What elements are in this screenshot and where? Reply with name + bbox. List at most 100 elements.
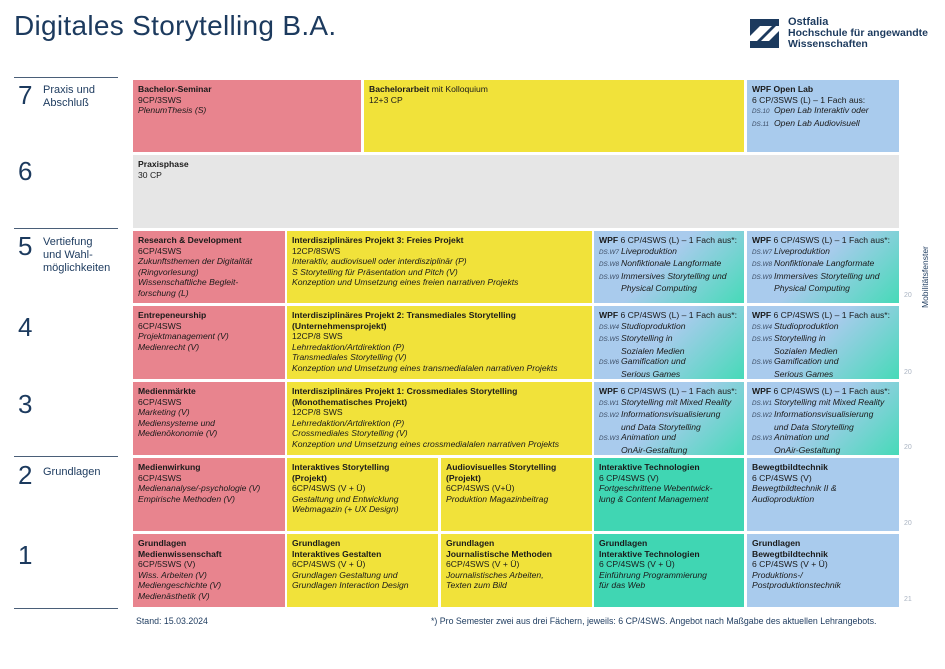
semester-label-line: Vertiefung (43, 236, 93, 248)
module-item: Immersives Storytelling und (774, 270, 880, 281)
module-code: DS.W4 (752, 323, 772, 331)
module-code: DS.W5 (599, 336, 619, 344)
module-interaktives-storytelling: Interaktives Storytelling (Projekt) 6CP/… (287, 458, 438, 531)
module-content: Produktions-/ (752, 569, 803, 580)
semester-divider (14, 77, 118, 78)
year-mark: 21 (904, 596, 912, 603)
module-title: Grundlagen (599, 538, 648, 548)
module-bachelor-seminar: Bachelor-Seminar 9CP/3SWS PlenumThesis (… (133, 80, 361, 152)
module-code: DS.W1 (599, 399, 619, 407)
module-content: Webmagazin (+ UX Design) (292, 504, 399, 515)
module-title: Grundlagen (292, 538, 341, 548)
module-grundlagen-bewegtbildtechnik: Grundlagen Bewegtbildtechnik 6 CP/4SWS (… (747, 534, 899, 607)
module-code: DS.W2 (752, 412, 772, 420)
ostfalia-logo: Ostfalia Hochschule für angewandte Wisse… (748, 17, 938, 57)
module-item: OnAir-Gestaltung (621, 444, 688, 455)
module-credits: 6 CP/4SWS (V) (599, 472, 659, 483)
module-title: Interdisziplinäres Projekt 2: Transmedia… (292, 310, 516, 320)
module-title: WPF (752, 310, 772, 320)
module-title: Audiovisuelles Storytelling (446, 462, 557, 472)
semester-divider (14, 228, 118, 229)
module-content: Lehrredaktion/Artdirektion (P) (292, 417, 405, 428)
module-grundlagen-journalistische-methoden: Grundlagen Journalistische Methoden 6CP/… (441, 534, 592, 607)
logo-line-1: Ostfalia (788, 16, 829, 28)
module-subtitle: (Monothematisches Projekt) (292, 396, 408, 407)
module-item: Physical Computing (621, 283, 697, 294)
module-title: Grundlagen (138, 538, 187, 548)
semester-label-line: Praxis und (43, 84, 95, 96)
module-title: WPF (599, 235, 619, 245)
module-subtitle: Interaktives Gestalten (292, 548, 382, 559)
module-title-rest: mit Kolloquium (429, 84, 488, 94)
module-code: DS.W9 (752, 273, 772, 281)
module-title: Interdisziplinäres Projekt 1: Crossmedia… (292, 386, 518, 396)
module-title: WPF (752, 235, 772, 245)
module-item: Storytelling mit Mixed Reality (621, 396, 732, 407)
module-item: Gamification und (774, 356, 839, 367)
module-title: WPF (599, 310, 619, 320)
module-title: Research & Development (138, 235, 242, 245)
module-bachelorarbeit: Bachelorarbeit mit Kolloquium 12+3 CP (364, 80, 744, 152)
module-content: Projektmanagement (V) (138, 331, 229, 342)
module-subtitle: Bewegtbildtechnik (752, 548, 828, 559)
semester-number-1: 1 (18, 540, 33, 570)
module-credits: 6 CP/4SWS (L) – 1 Fach aus*: (618, 310, 738, 320)
semester-label-line: möglichkeiten (43, 262, 111, 274)
module-item: Sozialen Medien (621, 345, 685, 356)
module-content: Konzeption und Umsetzung eines crossmedi… (292, 438, 560, 449)
module-title: WPF (599, 386, 619, 396)
module-credits: 6CP/4SWS (V + Ü) (292, 559, 366, 570)
module-item: Gamification und (621, 356, 686, 367)
module-grundlagen-medienwissenschaft: Grundlagen Medienwissenschaft 6CP/5SWS (… (133, 534, 285, 607)
module-credits: 6 CP/4SWS (L) – 1 Fach aus*: (771, 310, 891, 320)
semester-number-3: 3 (18, 389, 33, 419)
module-content: Wissenschaftliche Begleit- (138, 277, 239, 288)
module-content: (Ringvorlesung) (138, 266, 199, 277)
module-content: lung & Content Management (599, 493, 709, 504)
module-item: Liveproduktion (621, 245, 677, 256)
module-credits: 6 CP/4SWS (V + Ü) (599, 559, 675, 570)
module-content: Konzeption und Umsetzung eines freien na… (292, 277, 519, 288)
module-credits: 6 CP/4SWS (L) – 1 Fach aus*: (771, 235, 891, 245)
module-credits: 6 CP/4SWS (V) (752, 472, 812, 483)
module-code: DS.W3 (599, 435, 619, 443)
module-content: Empirische Methoden (V) (138, 493, 235, 504)
ostfalia-logo-icon (748, 17, 781, 50)
module-item: Storytelling mit Mixed Reality (774, 396, 885, 407)
year-mark: 20 (904, 292, 912, 299)
module-title: Interaktive Technologien (599, 462, 700, 472)
module-item: Serious Games (621, 368, 681, 379)
module-item: Open Lab Audiovisuell (774, 117, 860, 128)
module-content: Fortgeschrittene Webentwick- (599, 483, 713, 494)
module-content: für das Web (599, 580, 646, 591)
module-credits: 6CP/4SWS (138, 396, 182, 407)
module-code: DS.W6 (752, 359, 772, 367)
module-credits: 6 CP/4SWS (L) – 1 Fach aus*: (771, 386, 891, 396)
mobility-window-text: Mobilitätsfenster (920, 246, 930, 308)
module-subtitle: Interaktive Technologien (599, 548, 700, 559)
module-content: Konzeption und Umsetzung eines transmedi… (292, 362, 558, 373)
module-item: Liveproduktion (774, 245, 830, 256)
module-item: Physical Computing (774, 283, 850, 294)
module-code: DS.W5 (752, 336, 772, 344)
module-item: Informationsvisualisierung (774, 409, 874, 420)
module-subtitle: Medienwissenschaft (138, 548, 222, 559)
module-code: DS.W4 (599, 323, 619, 331)
module-title: Medienmärkte (138, 386, 196, 396)
module-content: Journalistisches Arbeiten, (446, 569, 544, 580)
semester-number-4: 4 (18, 312, 33, 342)
semester-label-7: Praxis und Abschluß (43, 84, 95, 110)
page-title: Digitales Storytelling B.A. (14, 10, 337, 41)
module-title: Praxisphase (138, 159, 189, 169)
module-subtitle: (Unternehmensprojekt) (292, 320, 387, 331)
module-content: Interaktiv, audiovisuell oder interdiszi… (292, 256, 467, 267)
module-credits: 6 CP/4SWS (L) – 1 Fach aus*: (618, 386, 738, 396)
module-content: Mediensysteme und (138, 417, 215, 428)
module-item: Studioproduktion (774, 320, 839, 331)
module-title: Medienwirkung (138, 462, 201, 472)
module-credits: 6CP/4SWS (V+Ü) (446, 483, 515, 494)
